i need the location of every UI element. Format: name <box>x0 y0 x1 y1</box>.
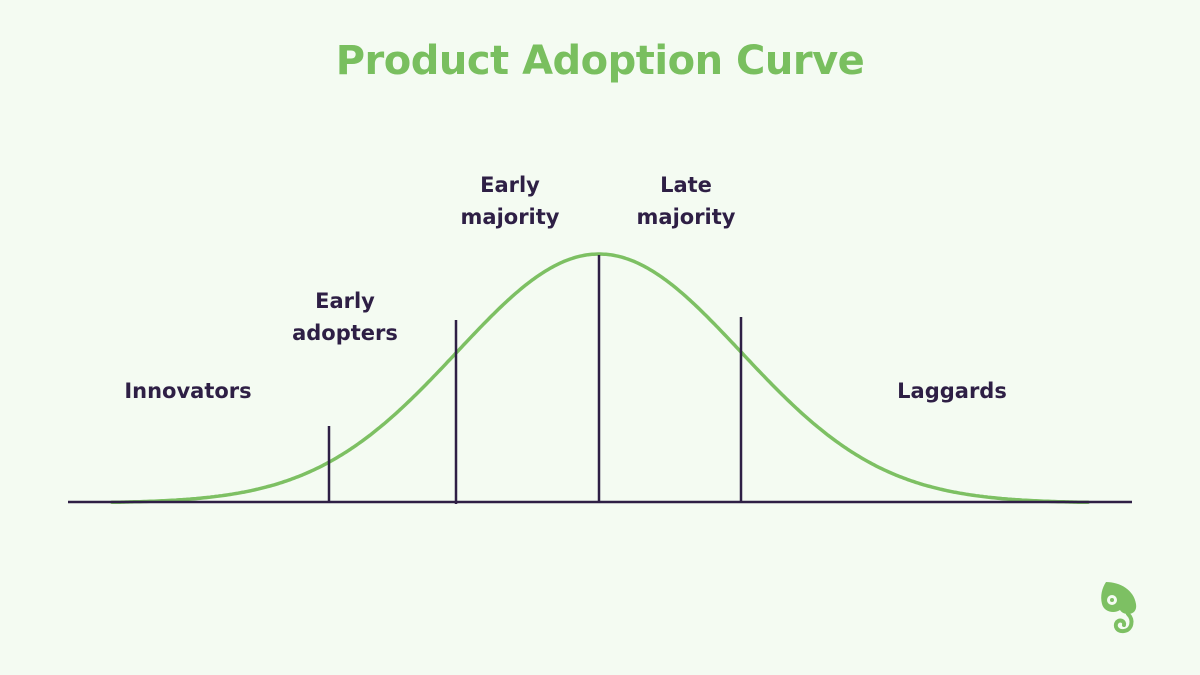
page-title: Product Adoption Curve <box>335 38 865 84</box>
label-early-adopters-line2: adopters <box>292 321 398 345</box>
logo-pupil <box>1110 598 1114 602</box>
chameleon-logo-icon <box>1101 582 1137 634</box>
label-laggards-text: Laggards <box>897 379 1007 403</box>
logo-tail-spiral <box>1113 612 1134 634</box>
label-late-majority-line2: majority <box>636 205 736 229</box>
bell-curve <box>110 252 1090 505</box>
label-early-majority: Early majority <box>461 169 560 233</box>
label-innovators: Innovators <box>124 375 251 407</box>
label-late-majority-line1: Late <box>660 173 712 197</box>
label-early-majority-line2: majority <box>460 205 560 229</box>
label-early-majority-line1: Early <box>480 173 540 197</box>
label-innovators-text: Innovators <box>124 379 252 403</box>
logo-head-shape <box>1101 582 1137 614</box>
label-laggards: Laggards <box>897 375 1007 407</box>
label-early-adopters-line1: Early <box>315 289 375 313</box>
label-early-adopters: Early adopters <box>292 285 398 349</box>
label-late-majority: Late majority <box>637 169 736 233</box>
